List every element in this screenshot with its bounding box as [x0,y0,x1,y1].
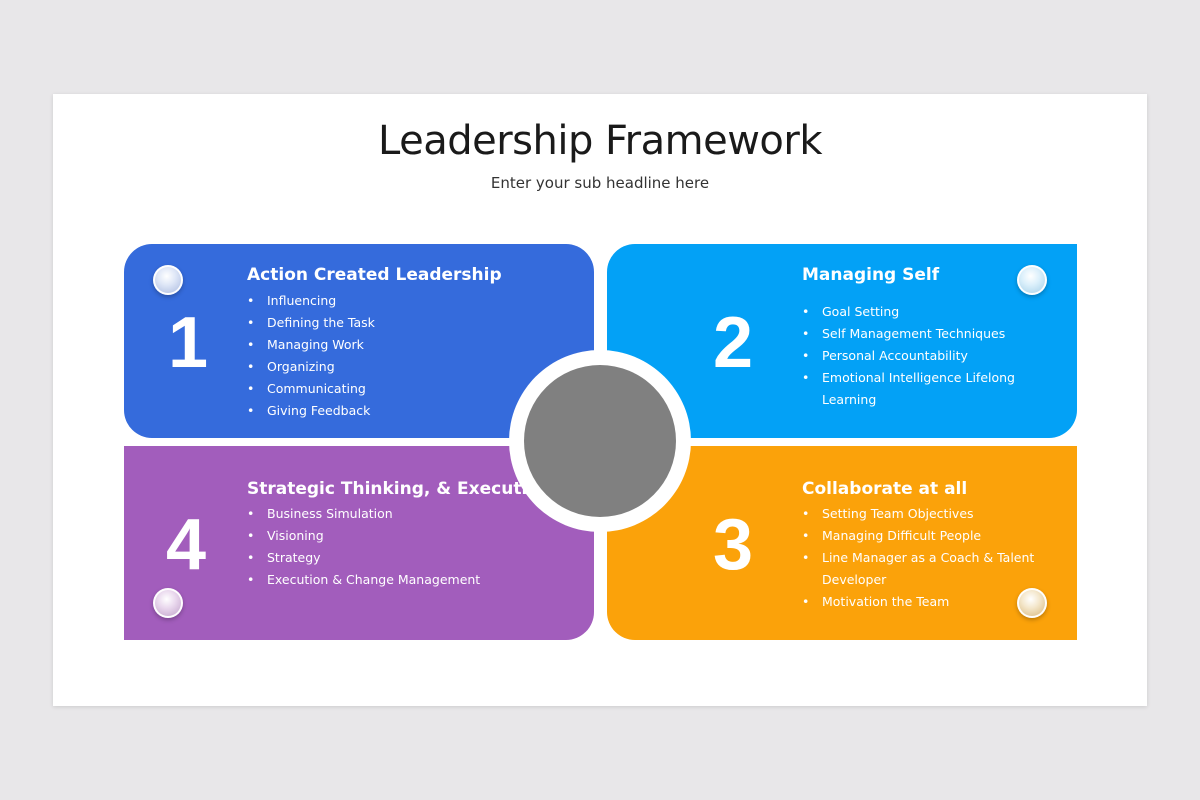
quadrant-list: Business Simulation Visioning Strategy E… [247,503,507,591]
list-item: Execution & Change Management [247,569,507,591]
slide: Leadership Framework Enter your sub head… [53,94,1147,706]
list-item: Goal Setting [802,301,1032,323]
quadrant-number: 1 [168,303,209,383]
list-item: Strategy [247,547,507,569]
quadrant-heading: Action Created Leadership [247,265,502,285]
list-item: Organizing [247,356,567,378]
quadrant-1: 1 Action Created Leadership Influencing … [124,244,594,438]
list-item: Line Manager as a Coach & Talent Develop… [802,547,1037,591]
quadrant-3: 3 Collaborate at all Setting Team Object… [607,446,1077,640]
list-item: Self Management Techniques [802,323,1032,345]
quadrant-heading: Strategic Thinking, & Execution [247,479,552,499]
quadrant-heading: Collaborate at all [802,479,968,499]
quadrant-number: 3 [713,505,754,585]
circle-marker-icon [153,265,183,295]
list-item: Emotional Intelligence Lifelong Learning [802,367,1032,411]
quadrant-list: Influencing Defining the Task Managing W… [247,290,567,422]
list-item: Defining the Task [247,312,567,334]
quadrant-list: Setting Team Objectives Managing Difficu… [802,503,1037,613]
list-item: Communicating [247,378,567,400]
quadrant-list: Goal Setting Self Management Techniques … [802,301,1032,411]
list-item: Managing Work [247,334,567,356]
slide-title: Leadership Framework [378,118,822,164]
list-item: Business Simulation [247,503,507,525]
quadrant-2: 2 Managing Self Goal Setting Self Manage… [607,244,1077,438]
slide-subtitle: Enter your sub headline here [490,174,710,192]
list-item: Visioning [247,525,507,547]
quadrant-heading: Managing Self [802,265,940,285]
list-item: Personal Accountability [802,345,1032,367]
center-image-placeholder [524,365,676,517]
quadrant-number: 2 [713,303,754,383]
list-item: Motivation the Team [802,591,1037,613]
circle-marker-icon [1017,265,1047,295]
center-ring [509,350,691,532]
list-item: Influencing [247,290,567,312]
quadrant-4: 4 Strategic Thinking, & Execution Busine… [124,446,594,640]
circle-marker-icon [153,588,183,618]
list-item: Setting Team Objectives [802,503,1037,525]
list-item: Managing Difficult People [802,525,1037,547]
list-item: Giving Feedback [247,400,567,422]
quadrant-number: 4 [166,505,207,585]
